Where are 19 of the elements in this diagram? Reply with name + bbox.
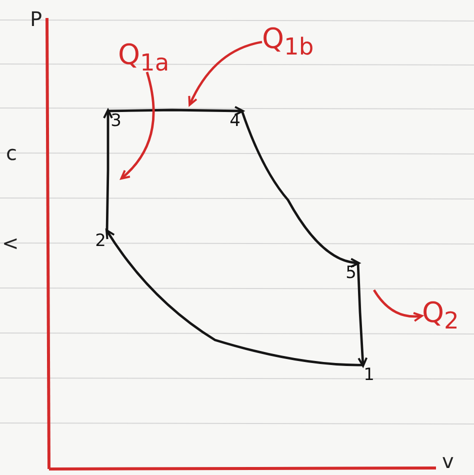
heat-arrow [188, 40, 262, 106]
heat-arrow [120, 72, 155, 180]
heat-label: Q$_{1b}$ [262, 22, 314, 64]
margin-letter: c [6, 142, 17, 164]
process-line [240, 110, 360, 268]
process-line [356, 262, 368, 367]
heat-arrow [373, 289, 423, 322]
process-line [105, 229, 363, 366]
axis-label: P [30, 8, 42, 30]
margin-letter: < [2, 232, 19, 254]
state-point-number: 2 [94, 231, 107, 251]
heat-label: Q$_{1a}$ [118, 38, 170, 80]
process-line [103, 109, 113, 232]
state-point-number: 3 [109, 111, 123, 131]
process-line [108, 106, 244, 116]
state-point-number: 1 [363, 365, 375, 385]
heat-label: Q$_{2}$ [422, 296, 459, 338]
state-point-number: 4 [228, 111, 242, 131]
axis-label: v [442, 450, 454, 472]
